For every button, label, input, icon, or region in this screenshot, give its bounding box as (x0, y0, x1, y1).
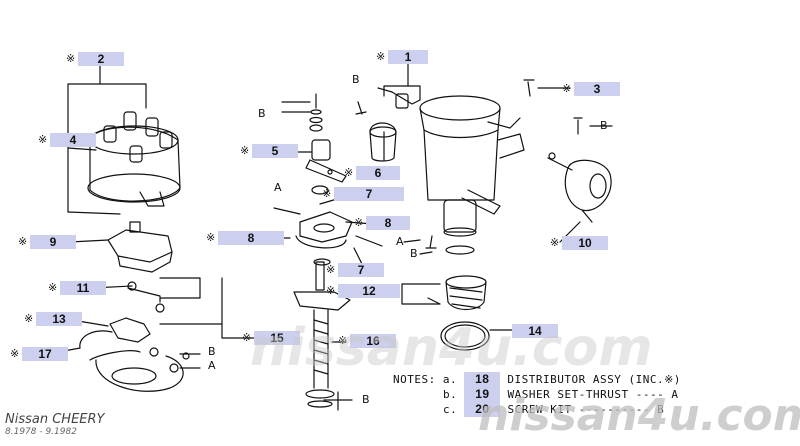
notes-key: a. (442, 373, 458, 386)
callout-part-number: 16 (350, 334, 396, 348)
governor-weights (273, 207, 383, 266)
callout-star-icon: ※ (24, 312, 34, 325)
fastener-letter: B (258, 107, 266, 120)
notes-key: b. (443, 388, 458, 401)
watermark-corner: nissan4u.com (478, 390, 800, 441)
callout-star-icon: ※ (354, 216, 364, 229)
callout-part-number: 17 (22, 347, 68, 361)
callout-part-number: 5 (252, 144, 298, 158)
breaker-plate (79, 281, 190, 392)
callout-star-icon: ※ (550, 236, 560, 249)
fastener-letter: A (274, 181, 282, 194)
notes-row-a: NOTES: a. 18 DISTRIBUTOR ASSY (INC.※) (393, 372, 681, 387)
callout-star-icon: ※ (326, 284, 336, 297)
callout-star-icon: ※ (338, 334, 348, 347)
callout-star-icon: ※ (376, 50, 386, 63)
distributor-cap (87, 111, 181, 207)
callout-part-number: 6 (356, 166, 400, 180)
rotor-head (107, 221, 173, 273)
callout-star-icon: ※ (38, 133, 48, 146)
fastener-letter: B (362, 393, 370, 406)
callout-star-icon: ※ (10, 347, 20, 360)
screws-washers (309, 79, 583, 249)
callout-star-icon: ※ (562, 82, 572, 95)
callout-part-number: 9 (30, 235, 76, 249)
callout-star-icon: ※ (206, 231, 216, 244)
callout-star-icon: ※ (48, 281, 58, 294)
distributor-shaft (293, 261, 351, 408)
callout-part-number: 11 (60, 281, 106, 295)
callout-star-icon: ※ (322, 187, 332, 200)
callout-star-icon: ※ (240, 144, 250, 157)
notes-part-number: 19 (464, 387, 501, 402)
condenser (369, 122, 397, 162)
vacuum-fitting (305, 139, 347, 195)
fastener-letter: A (208, 359, 216, 372)
callout-part-number: 14 (512, 324, 558, 338)
notes-text: DISTRIBUTOR ASSY (INC.※) (507, 373, 681, 386)
fastener-letter: B (352, 73, 360, 86)
notes-key: c. (443, 403, 458, 416)
callout-part-number: 8 (218, 231, 284, 245)
drive-gear (427, 275, 487, 311)
notes-part-number: 20 (464, 402, 501, 417)
callout-part-number: 1 (388, 50, 428, 64)
callout-part-number: 8 (366, 216, 410, 230)
fastener-letter: B (410, 247, 418, 260)
callout-star-icon: ※ (18, 235, 28, 248)
callout-part-number: 13 (36, 312, 82, 326)
callout-star-icon: ※ (344, 166, 354, 179)
callout-part-number: 7 (338, 263, 384, 277)
fastener-letter: B (600, 119, 608, 132)
callout-part-number: 4 (50, 133, 96, 147)
distributor-housing (391, 91, 525, 255)
notes-row-b: b. 19 WASHER SET-THRUST ---- A (443, 387, 678, 402)
notes-text: SCREW KIT ---------- B (507, 403, 665, 416)
fastener-letter: A (396, 235, 404, 248)
callout-part-number: 3 (574, 82, 620, 96)
callout-part-number: 12 (338, 284, 400, 298)
vacuum-controller (547, 152, 612, 223)
brand-title: Nissan CHEERY (5, 412, 105, 427)
notes-text: WASHER SET-THRUST ---- A (507, 388, 679, 401)
callout-star-icon: ※ (326, 263, 336, 276)
notes-heading: NOTES: (393, 373, 436, 386)
notes-part-number: 18 (464, 372, 501, 387)
callout-part-number: 2 (78, 52, 124, 66)
callout-star-icon: ※ (242, 331, 252, 344)
o-ring (440, 321, 490, 351)
callout-part-number: 10 (562, 236, 608, 250)
watermark-center: nissan4u.com (250, 318, 653, 378)
brand-dates: 8.1978 - 9.1982 (5, 427, 77, 437)
callout-part-number: 15 (254, 331, 300, 345)
callout-star-icon: ※ (66, 52, 76, 65)
callout-part-number: 7 (334, 187, 404, 201)
fastener-letter: B (208, 345, 216, 358)
brand-block: Nissan CHEERY 8.1978 - 9.1982 (5, 412, 105, 438)
notes-row-c: c. 20 SCREW KIT ---------- B (443, 402, 664, 417)
